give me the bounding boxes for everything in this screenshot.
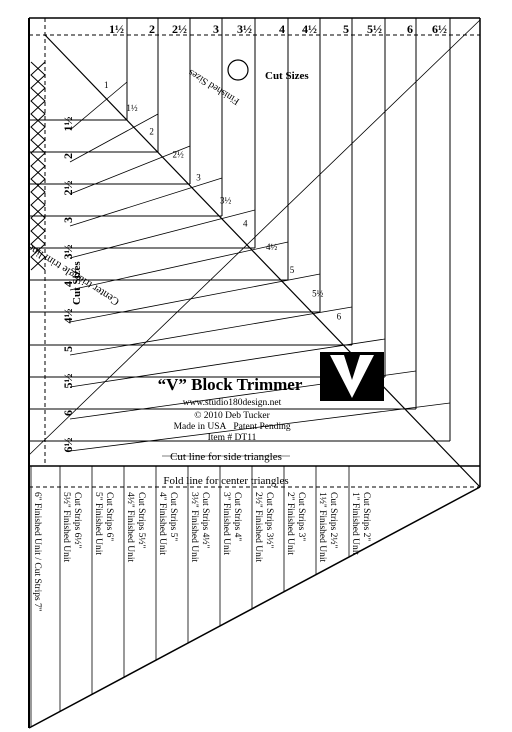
finished-size-diagonal — [69, 338, 386, 388]
top-cut-size-label: 4 — [279, 22, 285, 36]
left-cut-size-label: 1½ — [61, 117, 75, 132]
strip-unit-label: 2" Finished Unit — [285, 492, 295, 555]
product-website: www.studio180design.net — [183, 398, 282, 408]
strip-unit-label: 3½" Finished Unit — [189, 492, 200, 562]
top-cut-size-label: 5½ — [367, 22, 382, 36]
strip-unit-label: 1" Finished Unit — [350, 492, 360, 555]
left-cut-size-label: 6 — [61, 410, 75, 416]
product-copyright: © 2010 Deb Tucker — [194, 410, 270, 421]
strip-cut-label: Cut Strips 6" — [104, 492, 114, 541]
finished-size-diagonal — [69, 145, 191, 195]
item-number: Item # DT11 — [208, 433, 257, 443]
v-block-logo — [320, 352, 384, 401]
size-grid-lines — [29, 18, 451, 452]
strip-cut-label: Cut Strips 4½" — [200, 492, 211, 549]
left-cut-size-label: 6½ — [61, 438, 75, 453]
hanging-hole — [227, 59, 249, 81]
strip-lines — [30, 466, 350, 727]
finished-size-diagonal — [69, 273, 321, 323]
finished-sizes-heading: Finished Sizes — [186, 67, 241, 107]
strip-cut-label: Cut Strips 4" — [232, 492, 242, 541]
patent-pending: Patent Pending — [233, 422, 291, 432]
finished-size-label: 2½ — [172, 149, 184, 159]
finished-size-diagonal — [69, 177, 223, 227]
strip-unit-label: 2½" Finished Unit — [253, 492, 264, 562]
finished-size-diagonal — [69, 241, 289, 291]
top-cut-size-label: 3½ — [237, 22, 252, 36]
left-cut-size-label: 2 — [61, 153, 75, 159]
fold-line-label: Fold line for center triangles — [163, 475, 288, 487]
finished-size-diagonal — [69, 306, 353, 356]
left-cut-size-label: 5 — [61, 346, 75, 352]
finished-size-label: 1 — [104, 80, 109, 90]
center-trim-diagonal — [44, 34, 481, 488]
strip-unit-label: 1½" Finished Unit — [317, 492, 328, 562]
top-cut-size-label: 2 — [149, 22, 155, 36]
finished-size-label: 3 — [196, 172, 201, 182]
left-cut-size-label: 2½ — [61, 181, 75, 196]
top-cut-size-label: 5 — [343, 22, 349, 36]
finished-size-diagonal — [69, 209, 256, 259]
strip-cut-label: Cut Strips 5½" — [136, 492, 147, 549]
finished-size-label: 5½ — [312, 288, 324, 298]
strip-unit-label: 4" Finished Unit — [157, 492, 167, 555]
left-cut-size-label: 3½ — [61, 245, 75, 260]
finished-size-labels: 1 1½ 2 2½ 3 3½ 4 4½ 5 5½ 6 — [104, 80, 342, 321]
top-cut-size-label: 6 — [407, 22, 413, 36]
strip-cut-label: Cut Strips 3" — [296, 492, 306, 541]
product-title: “V” Block Trimmer — [158, 375, 303, 394]
cut-line-label: Cut line for side triangles — [170, 451, 282, 463]
top-cut-size-label: 4½ — [302, 22, 317, 36]
left-cut-size-labels: 1½ 2 2½ 3 3½ 4 4½ 5 5½ 6 6½ — [61, 117, 75, 453]
left-cut-sizes-heading: Cut Sizes — [71, 261, 83, 305]
strip-cut-label: Cut Strips 3½" — [264, 492, 275, 549]
strip-unit-label: 6" Finished Unit / Cut Strips 7" — [32, 492, 42, 612]
finished-size-label: 4 — [243, 218, 248, 228]
finished-size-label: 3½ — [220, 195, 232, 205]
top-cut-size-label: 1½ — [109, 22, 124, 36]
finished-size-diagonal — [69, 402, 451, 452]
finished-size-diagonal — [69, 81, 128, 131]
strip-cut-label: Cut Strips 2½" — [328, 492, 339, 549]
strip-cut-label: Cut Strips 6½" — [72, 492, 83, 549]
left-cut-size-label: 4½ — [61, 309, 75, 324]
top-cut-size-label: 6½ — [432, 22, 447, 36]
top-cut-size-label: 2½ — [172, 22, 187, 36]
finished-size-label: 5 — [290, 265, 295, 275]
top-cut-size-label: 3 — [213, 22, 219, 36]
left-cut-size-label: 4 — [61, 281, 75, 287]
finished-size-label: 1½ — [126, 103, 138, 113]
strip-cut-label: Cut Strips 5" — [168, 492, 178, 541]
strip-unit-label: 4½" Finished Unit — [125, 492, 136, 562]
strip-unit-label: 3" Finished Unit — [221, 492, 231, 555]
left-cut-size-label: 3 — [61, 217, 75, 223]
made-in-usa: Made in USA — [174, 422, 227, 432]
strip-unit-label: 5" Finished Unit — [93, 492, 103, 555]
finished-size-label: 6 — [337, 311, 342, 321]
finished-size-label: 4½ — [266, 242, 278, 252]
left-zigzag — [30, 61, 46, 271]
top-cut-sizes-heading: Cut Sizes — [265, 70, 309, 82]
top-cut-size-labels: 1½ 2 2½ 3 3½ 4 4½ 5 5½ 6 6½ — [109, 22, 447, 36]
finished-size-label: 2 — [149, 126, 154, 136]
finished-size-diagonal — [69, 113, 159, 163]
bottom-triangle-edge — [28, 486, 481, 729]
strip-unit-label: 5½" Finished Unit — [61, 492, 72, 562]
strip-cut-label: Cut Strips 2" — [361, 492, 371, 541]
left-cut-size-label: 5½ — [61, 374, 75, 389]
